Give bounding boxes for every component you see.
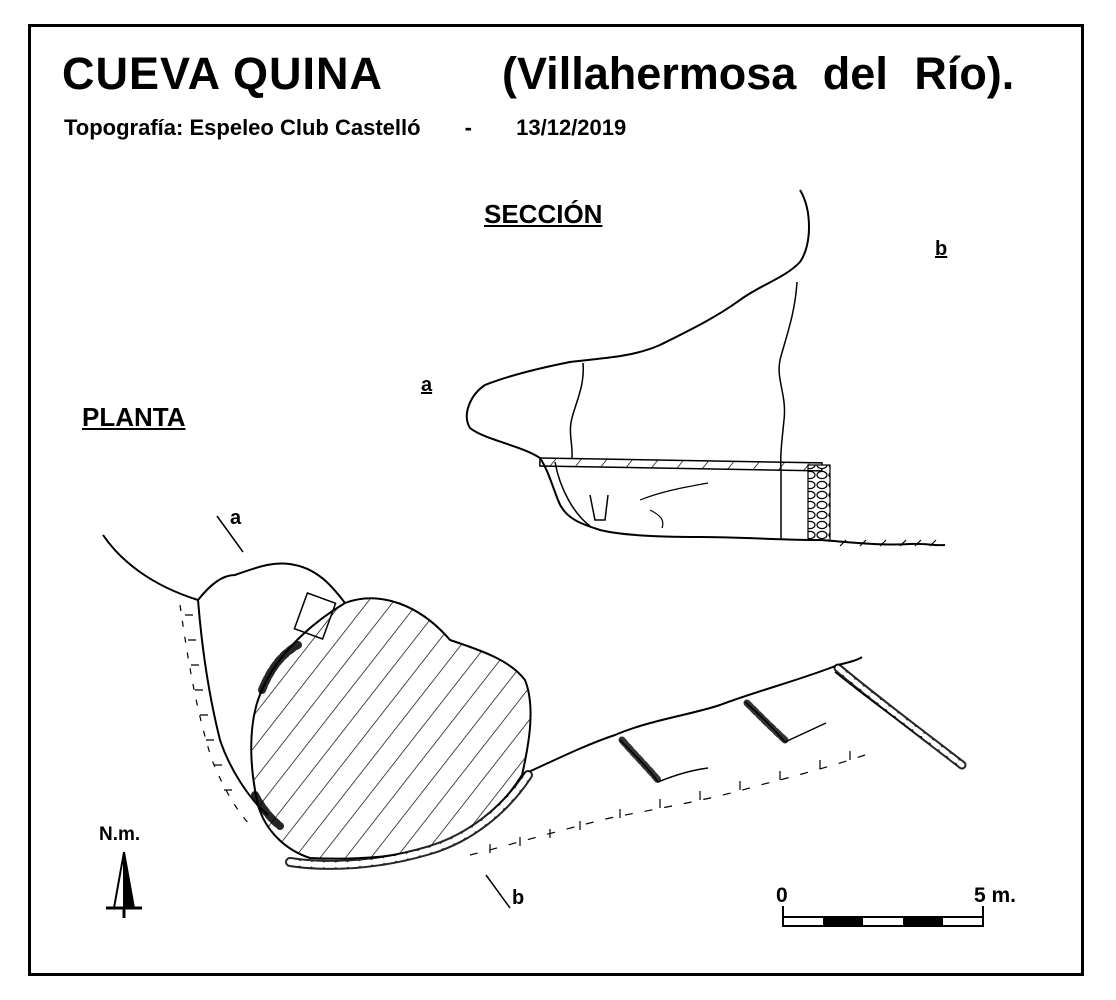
scale-bar-segment xyxy=(903,917,943,926)
scale-bar-segment xyxy=(823,917,863,926)
section-floor-crack xyxy=(639,482,709,529)
plan-recess-1 xyxy=(619,739,709,783)
section-platform xyxy=(539,457,823,472)
plan-section-line-a xyxy=(216,515,244,553)
section-floor-outline xyxy=(539,457,946,547)
section-crack-left xyxy=(569,362,585,459)
map-title: CUEVA QUINA xyxy=(62,48,384,99)
scale-start-label: 0 xyxy=(776,884,788,907)
plan-east-passage-ticks xyxy=(489,751,851,853)
scale-bar xyxy=(782,906,984,927)
survey-by: Espeleo Club Castelló xyxy=(189,115,421,140)
survey-credit: Topografía: Espeleo Club Castelló - 13/1… xyxy=(64,115,626,141)
section-view-label: SECCIÓN xyxy=(484,199,603,229)
section-ceiling-outline xyxy=(465,189,810,459)
plan-section-line-b xyxy=(485,874,511,909)
survey-label: Topografía: xyxy=(64,115,184,140)
section-marker-a: a xyxy=(421,374,433,396)
plan-view xyxy=(102,515,967,909)
plan-south-blocks-inner xyxy=(287,772,531,868)
scale-end-label: 5 m. xyxy=(974,884,1017,907)
plan-marker-a: a xyxy=(230,507,242,529)
north-arrow-icon xyxy=(106,851,142,918)
section-marker-b: b xyxy=(935,238,948,260)
section-view xyxy=(465,189,946,547)
plan-west-passage-inner xyxy=(197,599,269,816)
section-crack-right xyxy=(778,281,798,540)
map-place: (Villahermosa del Río). xyxy=(502,48,1015,99)
survey-date: 13/12/2019 xyxy=(516,115,627,140)
map-frame xyxy=(28,24,1084,976)
section-floor-ticks xyxy=(839,539,937,547)
plan-west-blocks xyxy=(251,641,302,830)
plan-east-passage-south-wall xyxy=(469,754,866,856)
plan-view-label: PLANTA xyxy=(82,402,186,432)
plan-east-passage-north-wall xyxy=(521,656,863,776)
survey-separator: - xyxy=(464,115,472,140)
section-wall-blocks xyxy=(807,464,831,541)
plan-west-passage-outer xyxy=(179,604,251,826)
north-label: N.m. xyxy=(99,824,141,845)
plan-outer-wall xyxy=(102,534,346,604)
plan-east-blocks-inner xyxy=(835,665,965,768)
plan-west-passage-ticks xyxy=(185,614,232,791)
plan-entrance-block xyxy=(293,592,337,640)
plan-recess-blocks xyxy=(618,699,789,784)
section-fill-rim xyxy=(554,461,591,527)
plan-marker-b: b xyxy=(512,887,525,909)
section-pit xyxy=(589,494,609,521)
